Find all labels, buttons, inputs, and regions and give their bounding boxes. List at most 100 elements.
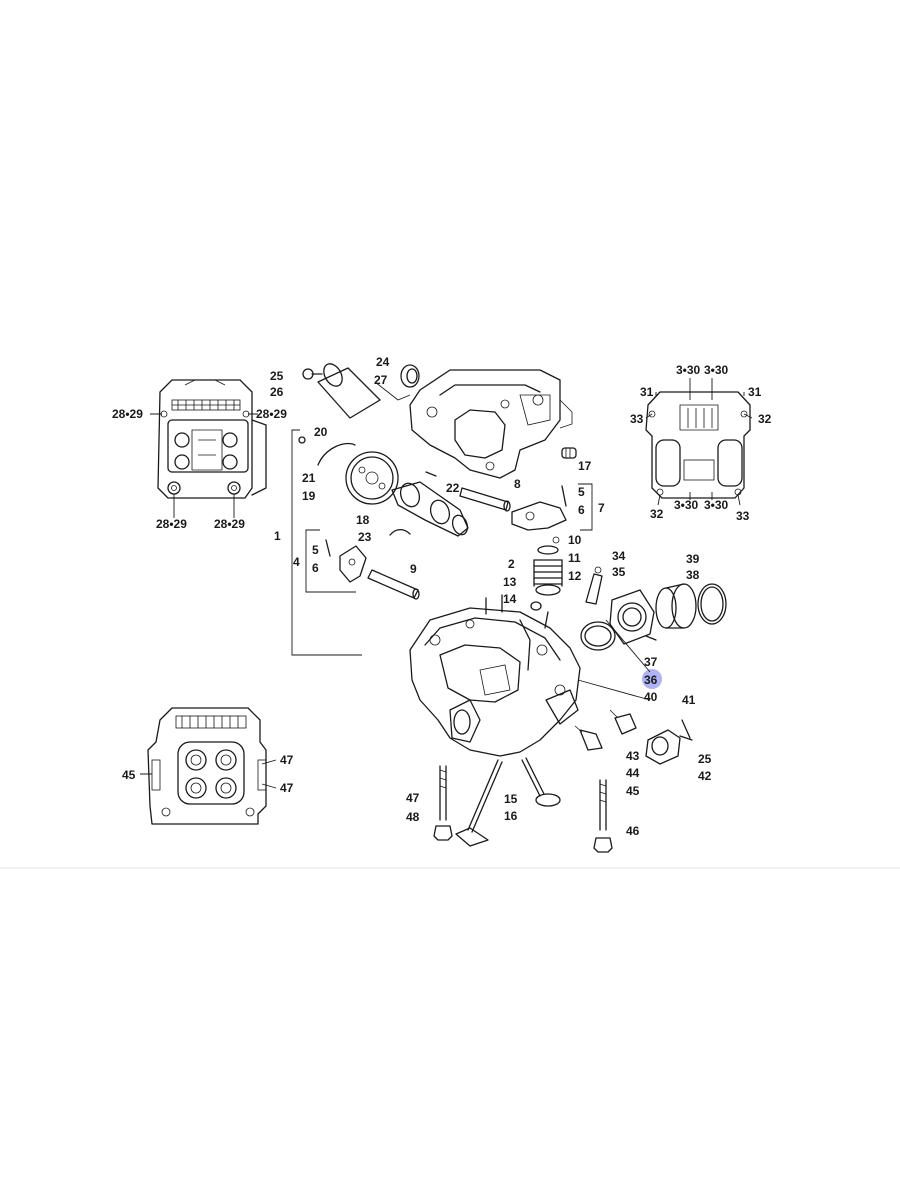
callout-48: 48 [406,810,420,824]
rocker-arm-7 [511,483,593,531]
nut-48 [433,825,453,841]
oil-seal-24 [400,364,420,388]
callout-32: 32 [650,507,664,521]
callout-7: 7 [598,501,605,515]
clip-23 [389,528,411,536]
callout-10: 10 [568,533,582,547]
intake-seal-37 [580,621,616,651]
callout-47: 47 [280,753,294,767]
valve-16 [521,757,561,807]
head-cover [409,369,573,479]
callout-42: 42 [698,769,712,783]
callout-13: 13 [503,575,517,589]
pin-22 [425,471,437,477]
spark-plug-34 [585,566,603,605]
clip-20-21 [298,436,356,466]
bracket-1 [291,429,362,656]
valve-15 [455,759,503,847]
sensor-44 [574,725,603,751]
callout-3-30: 3•30 [676,363,701,377]
rocker-arm-4 [325,539,367,583]
callout-1: 1 [274,529,281,543]
callout-28-29: 28•29 [112,407,143,421]
callout-22: 22 [446,481,460,495]
housing-42 [645,729,693,765]
callout-3-30: 3•30 [704,363,729,377]
callout-25: 25 [270,369,284,383]
camshaft-18 [391,481,469,537]
callout-21: 21 [302,471,316,485]
callout-34: 34 [612,549,626,563]
callout-26: 26 [270,385,284,399]
callout-35: 35 [612,565,626,579]
callout-38: 38 [686,568,700,582]
clamp-39 [697,583,727,625]
callout-6: 6 [578,503,585,517]
intake-boot-38 [655,583,697,629]
callout-3-30: 3•30 [674,498,699,512]
leader-40 [577,679,651,701]
callout-11: 11 [568,551,581,565]
callout-2: 2 [508,557,515,571]
callout-47: 47 [406,791,420,805]
callout-31: 31 [640,385,654,399]
callout-25: 25 [698,752,712,766]
callout-47: 47 [280,781,294,795]
callout-28-29: 28•29 [256,407,287,421]
callout-40: 40 [644,690,658,704]
callout-19: 19 [302,489,316,503]
callout-17: 17 [578,459,592,473]
highlight-marker [642,669,662,689]
callout-16: 16 [504,809,518,823]
shaft-8 [459,487,511,512]
callout-36: 36 [644,673,658,687]
bearing-17 [561,447,577,459]
callout-44: 44 [626,766,640,780]
sprocket-19 [345,451,399,505]
callout-8: 8 [514,477,521,491]
callout-5: 5 [578,485,585,499]
callout-6: 6 [312,561,319,575]
callout-45: 45 [122,768,136,782]
callout-43: 43 [626,749,640,763]
callout-15: 15 [504,792,518,806]
callout-28-29: 28•29 [214,517,245,531]
sensor-43 [609,709,637,735]
callout-45: 45 [626,784,640,798]
callout-4: 4 [293,555,300,569]
callout-27: 27 [374,373,388,387]
stud-47 [439,765,447,821]
callout-20: 20 [314,425,328,439]
callout-39: 39 [686,552,700,566]
valve-spring-stack [530,536,563,611]
stud-45 [599,779,607,831]
leader-36-37 [605,619,651,673]
callout-31: 31 [748,385,762,399]
head-top-view-left [150,379,267,518]
callout-23: 23 [358,530,372,544]
intake-flange-35 [609,589,655,645]
callout-33: 33 [630,412,644,426]
callout-9: 9 [410,562,417,576]
callout-14: 14 [503,592,517,606]
cam-cover-view-right [645,378,753,506]
callout-18: 18 [356,513,370,527]
shaft-9 [367,569,420,600]
callout-labels: 24 25 26 27 20 21 19 22 8 17 18 23 1 4 5… [112,355,772,838]
callout-28-29: 28•29 [156,517,187,531]
callout-37: 37 [644,655,658,669]
callout-5: 5 [312,543,319,557]
bracket-4 [305,529,356,593]
cylinder-head [409,594,581,757]
callout-24: 24 [376,355,390,369]
bolt-25-26 [302,368,323,380]
callout-32: 32 [758,412,772,426]
cap-27 [317,363,411,419]
callout-3-30: 3•30 [704,498,729,512]
head-bottom-view-left [140,707,277,825]
callout-12: 12 [568,569,582,583]
screw-36 [645,635,657,641]
bolt-41 [681,719,691,739]
callout-33: 33 [736,509,750,523]
